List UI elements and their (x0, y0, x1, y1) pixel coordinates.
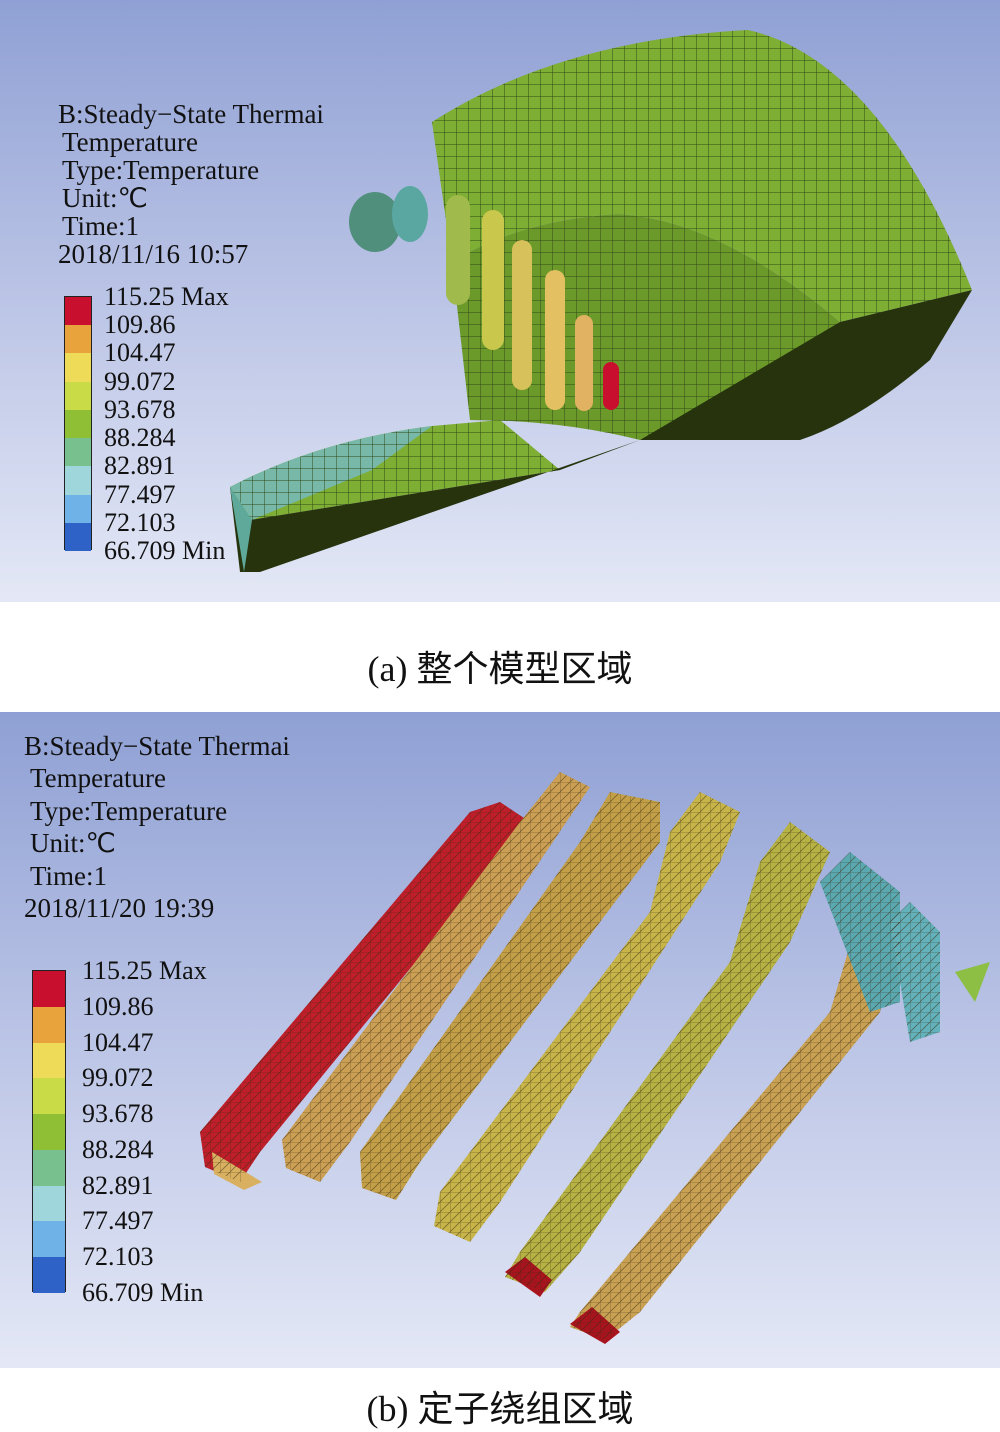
info-line: Unit:℃ (62, 183, 148, 213)
legend-color-bar (64, 296, 92, 551)
coil-end-1 (349, 192, 401, 252)
rotor-shaft-front (230, 440, 640, 572)
info-line: Unit:℃ (30, 828, 116, 859)
legend-label: 109.86 (82, 991, 154, 1021)
info-line: Type:Temperature (30, 795, 228, 826)
stator-yoke-side (640, 290, 972, 440)
legend-swatch (65, 438, 91, 467)
legend-label: 72.103 (104, 507, 176, 537)
info-line: B:Steady−State Thermai (58, 99, 324, 129)
legend-swatch (65, 353, 91, 382)
legend-swatch (65, 466, 91, 495)
legend-label: 66.709 Min (82, 1278, 204, 1307)
whole-model-scene (230, 30, 972, 572)
coil-end-2 (392, 186, 428, 242)
legend-label: 88.284 (82, 1134, 154, 1164)
legend-label: 82.891 (104, 451, 176, 481)
legend-label: 88.284 (104, 423, 176, 453)
legend-swatch (33, 971, 65, 1007)
legend-label: 77.497 (104, 479, 176, 509)
legend-label: 72.103 (82, 1242, 154, 1272)
legend-swatch (33, 1149, 65, 1186)
legend-swatch (33, 1185, 65, 1222)
info-line: Time:1 (62, 211, 140, 241)
legend-label: 115.25 Max (82, 956, 207, 985)
legend-label: 109.86 (104, 310, 176, 340)
coil-end-7 (575, 315, 593, 411)
legend-label: 99.072 (104, 366, 176, 396)
stator-winding-scene (200, 772, 990, 1344)
legend-label: 104.47 (104, 338, 176, 368)
info-line: Temperature (62, 127, 199, 157)
legend-swatch (33, 1042, 65, 1079)
coil-end-6 (545, 270, 565, 410)
legend-swatch (65, 297, 91, 326)
legend-label: 99.072 (82, 1063, 154, 1093)
legend-label: 115.25 Max (104, 282, 229, 311)
coil-end-4 (482, 210, 504, 350)
coil-end-hot (603, 362, 619, 410)
legend-label: 93.678 (104, 394, 176, 424)
legend-swatch (33, 1221, 65, 1258)
legend-swatch (65, 494, 91, 523)
legend-swatch (33, 1114, 65, 1150)
legend-swatch (65, 522, 91, 551)
coil-end-3 (446, 195, 470, 305)
legend-label: 82.891 (82, 1170, 154, 1200)
info-line: B:Steady−State Thermai (24, 731, 290, 761)
info-line: Time:1 (30, 860, 108, 891)
legend-label: 66.709 Min (104, 536, 226, 565)
info-line: Type:Temperature (62, 155, 260, 185)
info-line: Temperature (30, 763, 167, 794)
legend-label: 93.678 (82, 1099, 154, 1129)
panel-stator-winding: B:Steady−State Thermai Temperature Type:… (0, 712, 1000, 1368)
legend-swatch (65, 381, 91, 410)
caption-b: (b) 定子绕组区域 (366, 1389, 634, 1429)
coil-cool-3 (955, 962, 990, 1002)
result-info: B:Steady−State Thermai Temperature Type:… (58, 100, 324, 268)
info-line: 2018/11/16 10:57 (58, 239, 249, 269)
info-line: 2018/11/20 19:39 (24, 892, 215, 923)
caption-a: (a) 整个模型区域 (367, 649, 633, 689)
legend-swatch (33, 1078, 65, 1115)
legend-label: 104.47 (82, 1027, 154, 1057)
legend-label: 77.497 (82, 1206, 154, 1236)
legend-color-bar (32, 970, 66, 1293)
legend-swatch (65, 409, 91, 439)
legend-swatch (33, 1006, 65, 1043)
legend-swatch (33, 1257, 65, 1293)
panel-whole-model: B:Steady−State Thermai Temperature Type:… (0, 0, 1000, 602)
result-info: B:Steady−State Thermai Temperature Type:… (24, 730, 290, 924)
temperature-legend: 115.25 Max 109.86 104.47 99.072 93.678 88.284… (32, 958, 252, 1306)
legend-swatch (65, 325, 91, 354)
coil-end-5 (512, 240, 532, 390)
